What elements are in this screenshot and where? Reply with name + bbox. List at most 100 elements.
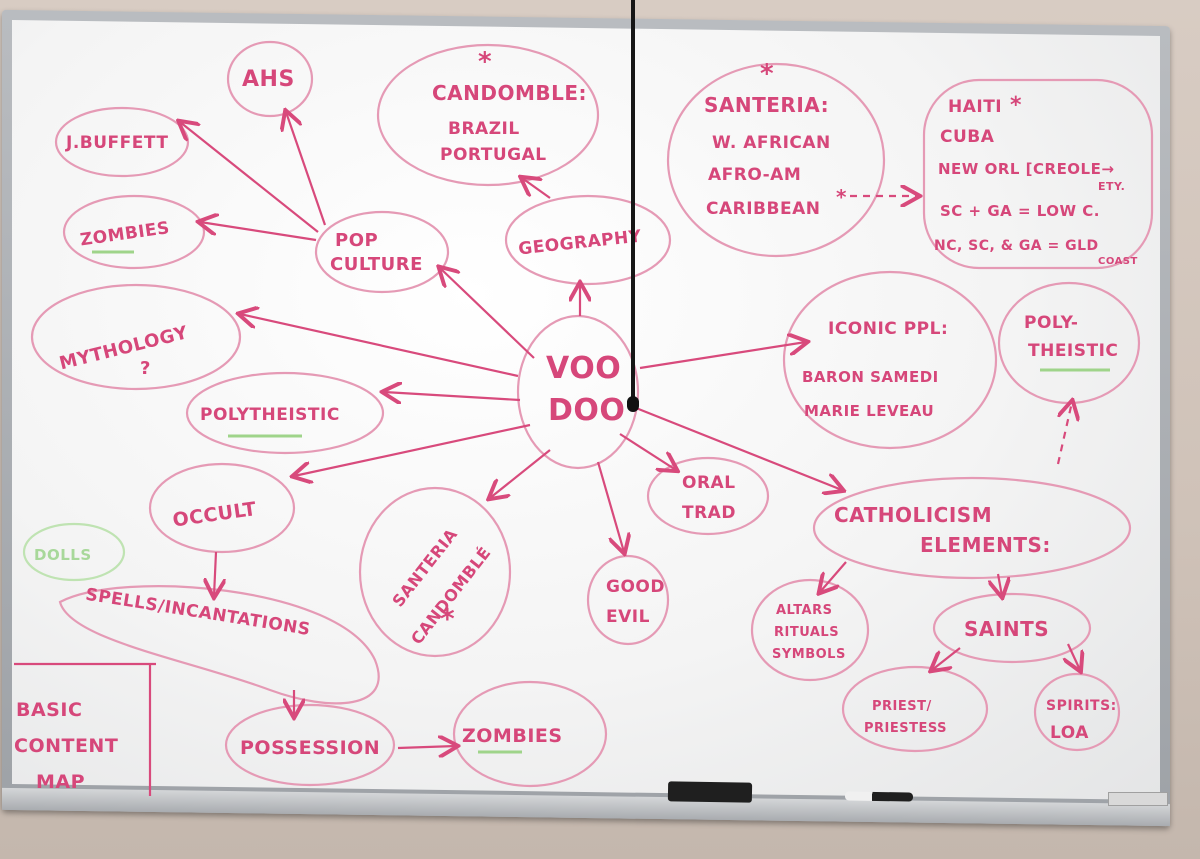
candomble-star: * bbox=[478, 47, 492, 77]
oral-trad-bubble bbox=[646, 456, 770, 536]
arrow-occult-to-spells bbox=[214, 551, 216, 596]
polytheistic-left-label: POLYTHEISTIC bbox=[200, 405, 340, 425]
oral-trad-line-2: TRAD bbox=[682, 503, 736, 523]
jbuffett-label: J.BUFFETT bbox=[65, 133, 168, 153]
santeria-candomble-star: * bbox=[440, 602, 455, 635]
candomble-line-1: CANDOMBLE: bbox=[432, 81, 587, 105]
arrow-voodoo-to-iconic bbox=[639, 342, 806, 370]
santeria-line-1: SANTERIA: bbox=[704, 93, 829, 117]
arrow-voodoo-to-pop bbox=[440, 268, 535, 359]
zombies-bottom-label: ZOMBIES bbox=[462, 725, 563, 747]
jbuffett-bubble bbox=[54, 106, 190, 178]
haiti-line-6: NC, SC, & GA = GLD bbox=[934, 238, 1099, 254]
spirits-line-1: SPIRITS: bbox=[1046, 698, 1117, 714]
haiti-line-1: HAITI bbox=[948, 97, 1002, 117]
title-line-2: CONTENT bbox=[14, 735, 118, 757]
cord-end bbox=[627, 396, 639, 412]
possession-label: POSSESSION bbox=[240, 737, 380, 759]
arrow-voodoo-to-mythology bbox=[240, 314, 519, 378]
haiti-bubble bbox=[922, 78, 1154, 270]
haiti-line-4: ETY. bbox=[1098, 180, 1125, 193]
arrow-pop-to-jbuffett bbox=[180, 122, 319, 233]
santeria-bubble bbox=[666, 62, 886, 258]
good-evil-line-1: GOOD bbox=[606, 577, 665, 597]
altars-line-1: ALTARS bbox=[776, 603, 833, 618]
santeria-star: * bbox=[760, 59, 774, 89]
polytheistic-right-line-2: THEISTIC bbox=[1028, 341, 1118, 361]
haiti-line-3: NEW ORL [CREOLE→ bbox=[938, 160, 1114, 178]
arrow-pop-to-ahs bbox=[286, 112, 327, 226]
altars-line-2: RITUALS bbox=[774, 625, 839, 640]
candomble-line-2: BRAZIL bbox=[448, 119, 520, 139]
arrow-pop-to-zombies bbox=[200, 222, 317, 242]
geography-label: GEOGRAPHY bbox=[517, 227, 642, 260]
haiti-line-2: CUBA bbox=[940, 127, 995, 147]
candomble-line-3: PORTUGAL bbox=[440, 145, 547, 165]
hanging-cord bbox=[631, 0, 635, 402]
haiti-star: * bbox=[1010, 93, 1022, 118]
polytheistic-left-bubble bbox=[185, 371, 385, 455]
catholicism-line-1: CATHOLICISM bbox=[834, 503, 992, 527]
priest-line-1: PRIEST/ bbox=[872, 699, 932, 714]
arrow-voodoo-to-polytheistic bbox=[384, 392, 521, 400]
occult-bubble bbox=[148, 462, 296, 554]
spirits-line-2: LOA bbox=[1050, 723, 1089, 743]
good-evil-line-2: EVIL bbox=[606, 607, 650, 627]
connector-arrows bbox=[180, 112, 1080, 748]
santeria-caribbean-star: * bbox=[836, 185, 847, 209]
arrow-saints-to-spirits bbox=[1068, 643, 1080, 670]
priest-bubble bbox=[841, 665, 989, 753]
mythology-label: MYTHOLOGY bbox=[57, 322, 190, 374]
altars-bubble bbox=[750, 578, 870, 682]
santeria-candomble-bubble bbox=[358, 486, 512, 658]
altars-line-3: SYMBOLS bbox=[772, 647, 846, 662]
priest-line-2: PRIESTESS bbox=[864, 721, 947, 736]
iconic-line-1: ICONIC PPL: bbox=[828, 319, 948, 339]
spells-label: SPELLS/INCANTATIONS bbox=[84, 585, 312, 640]
arrow-catholicism-to-saints bbox=[998, 573, 1002, 596]
arrow-possession-to-zombies bbox=[397, 746, 456, 748]
voodoo-line-2: DOO bbox=[548, 393, 625, 428]
title-line-1: BASIC bbox=[16, 699, 82, 721]
arrow-geography-to-candomble bbox=[522, 178, 551, 199]
santeria-line-3: AFRO-AM bbox=[708, 165, 801, 185]
possession-bubble bbox=[224, 703, 396, 787]
saints-label: SAINTS bbox=[964, 617, 1049, 641]
santeria-line-2: W. AFRICAN bbox=[712, 133, 831, 153]
iconic-line-2: BARON SAMEDI bbox=[802, 368, 939, 386]
mythology-question: ? bbox=[140, 358, 151, 379]
candomble-bubble bbox=[376, 43, 600, 187]
haiti-line-5: SC + GA = LOW C. bbox=[940, 202, 1100, 220]
title-line-3: MAP bbox=[36, 771, 85, 793]
arrow-voodoo-to-santeria-candomble bbox=[490, 449, 551, 498]
brand-plate bbox=[1108, 792, 1168, 806]
santeria-line-4: CARIBBEAN bbox=[706, 199, 820, 219]
good-evil-bubble bbox=[586, 554, 670, 646]
saints-bubble bbox=[932, 592, 1092, 664]
iconic-line-3: MARIE LEVEAU bbox=[804, 402, 934, 420]
iconic-bubble bbox=[782, 270, 998, 450]
occult-label: OCCULT bbox=[171, 498, 258, 532]
catholicism-bubble bbox=[812, 476, 1132, 580]
pop-culture-line-2: CULTURE bbox=[330, 254, 423, 275]
voodoo-line-1: VOO bbox=[546, 351, 621, 386]
spells-bubble bbox=[58, 585, 380, 705]
oral-trad-line-1: ORAL bbox=[682, 473, 736, 493]
ahs-label: AHS bbox=[242, 67, 295, 92]
zombies-bottom-bubble bbox=[452, 680, 608, 788]
arrow-catholicism-to-polytheistic bbox=[1056, 402, 1072, 465]
arrow-catholicism-to-altars bbox=[820, 561, 847, 592]
pop-culture-bubble bbox=[314, 210, 450, 294]
arrow-saints-to-priest bbox=[932, 647, 961, 670]
ahs-bubble bbox=[226, 40, 314, 118]
arrow-voodoo-to-catholicism bbox=[635, 406, 842, 490]
voodoo-bubble bbox=[516, 314, 640, 470]
arrow-voodoo-to-oral bbox=[619, 433, 676, 470]
haiti-line-7: COAST bbox=[1098, 256, 1138, 267]
pop-culture-line-1: POP bbox=[335, 230, 378, 251]
arrow-voodoo-to-good-evil bbox=[596, 461, 624, 552]
zombies-top-label: ZOMBIES bbox=[79, 218, 171, 250]
catholicism-line-2: ELEMENTS: bbox=[920, 533, 1051, 557]
mythology-bubble bbox=[30, 283, 242, 391]
